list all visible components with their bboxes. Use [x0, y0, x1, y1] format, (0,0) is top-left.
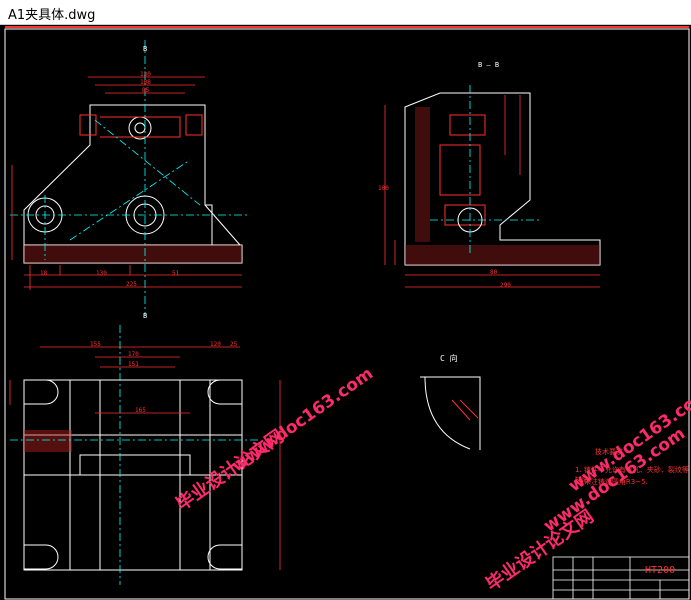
- dim-label-18: 18: [40, 270, 48, 277]
- top-view-dimensions: [9, 346, 281, 570]
- section-view-dimensions: [384, 95, 600, 288]
- cad-drawing-canvas[interactable]: B B B — B C 向 130 108 85 18 225 130 51 8…: [0, 25, 691, 600]
- dim-label-225: 225: [126, 281, 137, 288]
- tech-req-line-1: 1. 铸件不允许有气孔、夹砂、裂纹等缺陷;: [575, 466, 689, 484]
- view-c-label: C 向: [440, 354, 458, 363]
- dim-label-155: 155: [90, 341, 101, 348]
- front-view-centerlines: [10, 40, 250, 315]
- section-view-centerlines: [430, 85, 540, 255]
- section-view-bb: [404, 92, 601, 266]
- dim-label-25: 25: [230, 341, 238, 348]
- dim-label-51: 51: [172, 270, 180, 277]
- dim-label-80: 80: [490, 269, 498, 276]
- dim-label-130-top: 130: [140, 71, 151, 78]
- window-titlebar: A1夹具体.dwg: [0, 0, 691, 25]
- top-view: [23, 379, 243, 571]
- dim-label-108: 108: [140, 79, 151, 86]
- dim-label-130-base: 130: [96, 270, 107, 277]
- title-block: [552, 556, 690, 600]
- tech-req-title: 技术要求: [595, 448, 623, 456]
- material-label: HT200: [645, 565, 676, 576]
- dim-label-120: 120: [210, 341, 221, 348]
- window-title: A1夹具体.dwg: [8, 8, 96, 23]
- drawing-svg: [4, 26, 690, 600]
- dim-label-100: 100: [378, 185, 389, 192]
- tech-req-line-2: 2. 未注铸造圆角R3~5.: [575, 478, 648, 486]
- view-c: [420, 376, 481, 450]
- dim-label-165: 165: [135, 407, 146, 414]
- section-marker-bottom: B: [143, 312, 148, 320]
- dim-label-290: 290: [500, 282, 511, 289]
- front-view: [23, 104, 243, 264]
- section-bb-label: B — B: [478, 61, 500, 69]
- dim-label-151: 151: [128, 361, 139, 368]
- top-view-centerlines: [10, 325, 260, 585]
- drawing-border: [4, 28, 690, 600]
- dim-label-170: 170: [128, 351, 139, 358]
- section-marker-top: B: [143, 45, 148, 53]
- front-view-dimensions: [11, 76, 242, 290]
- dim-label-85: 85: [142, 87, 150, 94]
